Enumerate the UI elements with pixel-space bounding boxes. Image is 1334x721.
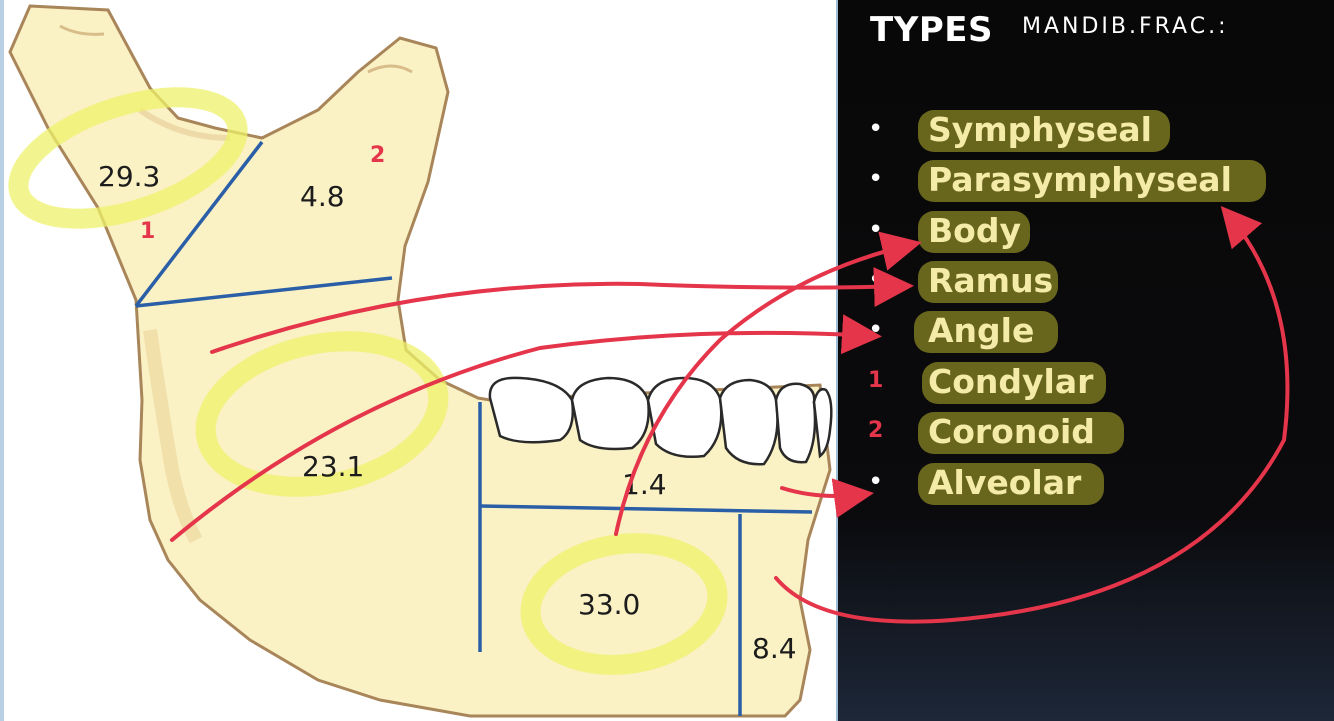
- list-item: 1 Condylar: [838, 360, 1334, 404]
- list-item: • Ramus: [838, 259, 1334, 303]
- bullet-icon: •: [868, 114, 883, 144]
- list-item-label: Body: [928, 211, 1021, 250]
- bullet-icon: •: [868, 315, 883, 345]
- list-item: • Alveolar: [838, 461, 1334, 505]
- text-panel: TYPES MANDIB.FRAC.: • Symphyseal • Paras…: [838, 0, 1334, 721]
- bullet-icon: •: [868, 164, 883, 194]
- bullet-icon: •: [868, 215, 883, 245]
- list-item-label: Parasymphyseal: [928, 160, 1232, 199]
- list-item: • Angle: [838, 309, 1334, 353]
- bullet-icon: •: [868, 467, 883, 497]
- list-item: • Symphyseal: [838, 108, 1334, 152]
- list-item-label: Angle: [928, 311, 1034, 350]
- slide-heading: TYPES: [870, 10, 993, 50]
- list-item-label: Symphyseal: [928, 110, 1152, 149]
- list-item: • Body: [838, 209, 1334, 253]
- bullet-icon: •: [868, 265, 883, 295]
- marker-number: 1: [868, 368, 883, 393]
- marker-number: 2: [868, 418, 883, 443]
- list-item-label: Ramus: [928, 261, 1053, 300]
- list-item-label: Coronoid: [928, 412, 1095, 451]
- list-item-label: Alveolar: [928, 463, 1081, 502]
- list-item: 2 Coronoid: [838, 410, 1334, 454]
- list-item-label: Condylar: [928, 362, 1093, 401]
- diagram-panel: [0, 0, 838, 721]
- list-item: • Parasymphyseal: [838, 158, 1334, 202]
- handwritten-note: MANDIB.FRAC.:: [1022, 14, 1228, 39]
